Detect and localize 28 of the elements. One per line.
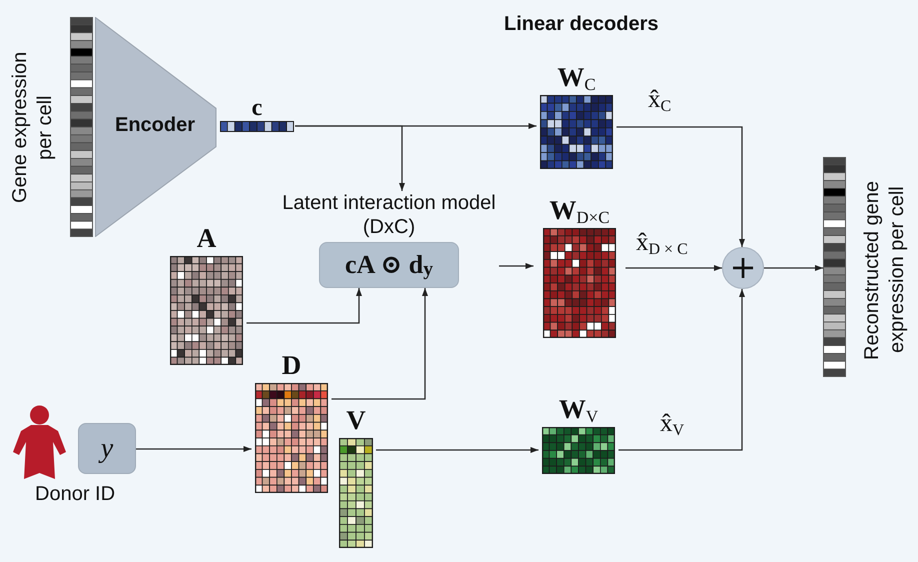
section-heading: Linear decoders <box>504 12 659 36</box>
arrow <box>618 289 745 451</box>
expression-bar <box>70 17 93 237</box>
matrix-label: W$_{D×C}$ <box>549 197 610 226</box>
arrow <box>295 125 405 191</box>
expression-bar <box>823 157 846 377</box>
arrow <box>616 126 745 247</box>
matrix-label: V <box>346 407 366 436</box>
formula: cA ⊙ d$_{y}$ <box>319 242 459 288</box>
vector-label: c <box>252 96 262 120</box>
side-label: Gene expression per cell <box>8 50 57 206</box>
arrow <box>136 446 252 452</box>
sum-node: + <box>722 247 764 289</box>
arrow <box>764 265 823 271</box>
matrix-label: A <box>196 225 216 254</box>
arrow <box>499 263 534 269</box>
matrix-label: W$_{V}$ <box>558 396 598 425</box>
encoder-label: Encoder <box>115 113 196 137</box>
arrow <box>626 265 722 271</box>
model-title: Latent interaction model (DxC) <box>281 191 497 239</box>
arrow <box>246 288 362 324</box>
side-label: Reconstructed gene expression per cell <box>860 180 909 362</box>
donor-variable: y <box>78 423 136 474</box>
matrix-label: W$_{C}$ <box>557 64 596 93</box>
arrow <box>332 288 428 400</box>
matrix-label: D <box>282 352 302 381</box>
caption-text: Donor ID <box>35 482 116 506</box>
arrow <box>376 447 538 453</box>
